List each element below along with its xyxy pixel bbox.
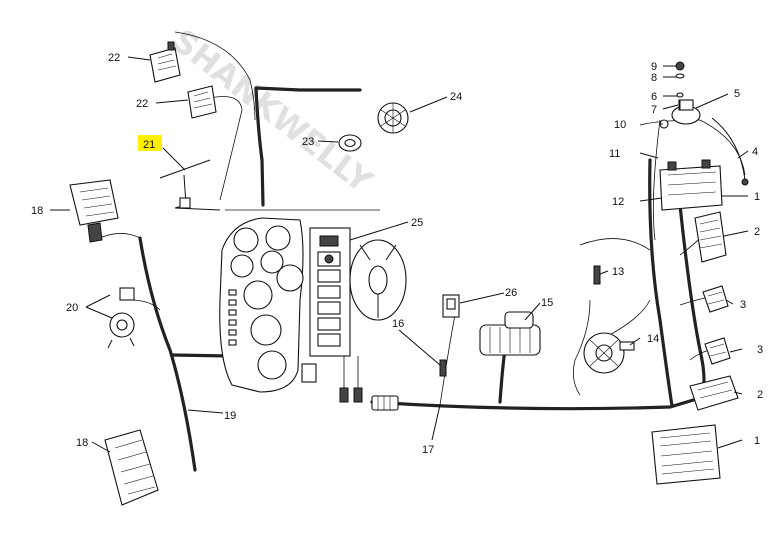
callout-9: 9 <box>651 61 657 73</box>
callout-4: 4 <box>752 146 758 158</box>
beacon-24 <box>377 102 409 134</box>
connector-20 <box>107 287 135 349</box>
callout-2-lower: 2 <box>757 389 763 401</box>
alternator-14 <box>583 332 635 374</box>
callout-5: 5 <box>734 88 740 100</box>
panel-indicator-lamps <box>228 289 237 346</box>
battery-1-lower <box>651 424 721 485</box>
callout-22a: 22 <box>108 52 120 64</box>
nut-9 <box>675 61 685 71</box>
callout-25: 25 <box>411 217 423 229</box>
callout-12: 12 <box>612 196 624 208</box>
callout-20: 20 <box>66 302 78 314</box>
callout-6: 6 <box>651 91 657 103</box>
callout-11: 11 <box>609 148 620 160</box>
relay-3-lower <box>704 337 731 365</box>
callout-24: 24 <box>450 91 462 103</box>
callout-22b: 22 <box>136 98 148 110</box>
callout-16: 16 <box>392 318 404 330</box>
headlamp-lower <box>104 429 159 506</box>
headlamp-upper <box>69 179 119 243</box>
fuse-box-2-upper <box>694 211 727 263</box>
leader-lines <box>50 56 749 453</box>
callout-21-highlight <box>138 135 162 151</box>
fuse-box-2-lower <box>689 375 739 411</box>
callout-19: 19 <box>224 410 236 422</box>
work-lamp-lower <box>187 85 217 119</box>
callout-labels: 22 22 24 23 21 18 25 20 26 15 16 19 18 1… <box>31 52 763 456</box>
connector-17 <box>371 395 399 411</box>
callout-1-lower: 1 <box>754 435 760 447</box>
callout-10: 10 <box>614 119 626 131</box>
callout-15: 15 <box>541 297 553 309</box>
battery-1-upper <box>659 159 723 211</box>
sensor-16 <box>439 359 447 377</box>
sender-13 <box>593 265 601 285</box>
washer-6 <box>676 92 684 98</box>
callout-1-upper: 1 <box>754 191 760 203</box>
callout-3-upper: 3 <box>740 299 746 311</box>
grommet-23 <box>338 134 362 152</box>
callout-17: 17 <box>422 444 434 456</box>
callout-18-lower: 18 <box>76 437 88 449</box>
callout-14: 14 <box>647 333 659 345</box>
callout-2-upper: 2 <box>754 226 760 238</box>
callout-26: 26 <box>505 287 517 299</box>
wiper-arm-21 <box>159 159 221 211</box>
starter-motor-15 <box>479 311 541 356</box>
relay-26 <box>442 294 460 318</box>
callout-21: 21 <box>143 139 155 151</box>
callout-18-upper: 18 <box>31 205 43 217</box>
washer-8 <box>675 73 685 79</box>
callout-3-lower: 3 <box>757 344 763 356</box>
earth-cable-4 <box>711 117 749 186</box>
callout-13: 13 <box>612 266 624 278</box>
work-lamp-upper <box>149 41 181 83</box>
callout-7: 7 <box>651 104 657 116</box>
callout-8: 8 <box>651 72 657 84</box>
instrument-panel-25 <box>219 217 407 403</box>
relay-3-upper <box>702 285 729 313</box>
isolator-switch-5 <box>671 99 701 125</box>
callout-23: 23 <box>302 136 314 148</box>
